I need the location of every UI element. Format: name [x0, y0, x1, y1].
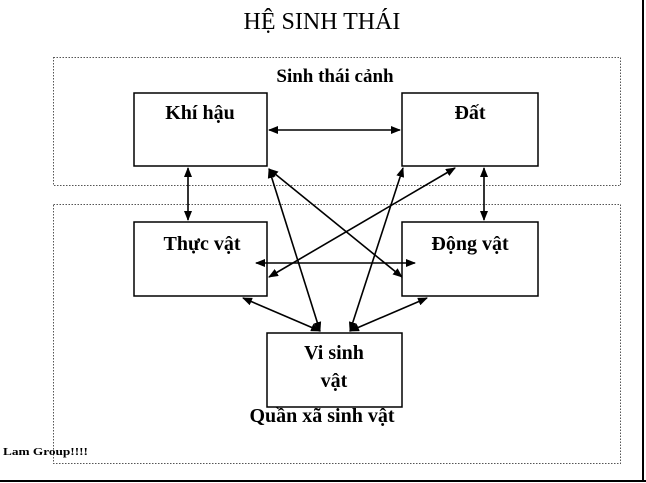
node-soil-label: Đất [454, 102, 485, 124]
node-plants-label: Thực vật [163, 233, 240, 255]
node-microbes-label-line2: vật [321, 370, 348, 392]
node-climate-label: Khí hậu [165, 102, 234, 124]
node-microbes-label-line1: Vi sinh [304, 342, 364, 364]
diagram-title: HỆ SINH THÁI [244, 9, 401, 35]
watermark-text: Lam Group!!!! [3, 446, 88, 458]
community-group-label: Quần xã sinh vật [249, 405, 394, 427]
arrow-soil-microbes [348, 167, 405, 332]
node-plants [133, 221, 268, 297]
arrow-plants-microbes [242, 297, 321, 332]
arrow-animals-microbes [349, 297, 428, 332]
node-microbes [266, 332, 403, 408]
node-soil [401, 92, 539, 167]
arrow-climate-microbes [267, 168, 322, 332]
node-climate [133, 92, 268, 167]
node-animals-label: Động vật [431, 233, 509, 255]
environment-group-label: Sinh thái cảnh [276, 66, 394, 87]
